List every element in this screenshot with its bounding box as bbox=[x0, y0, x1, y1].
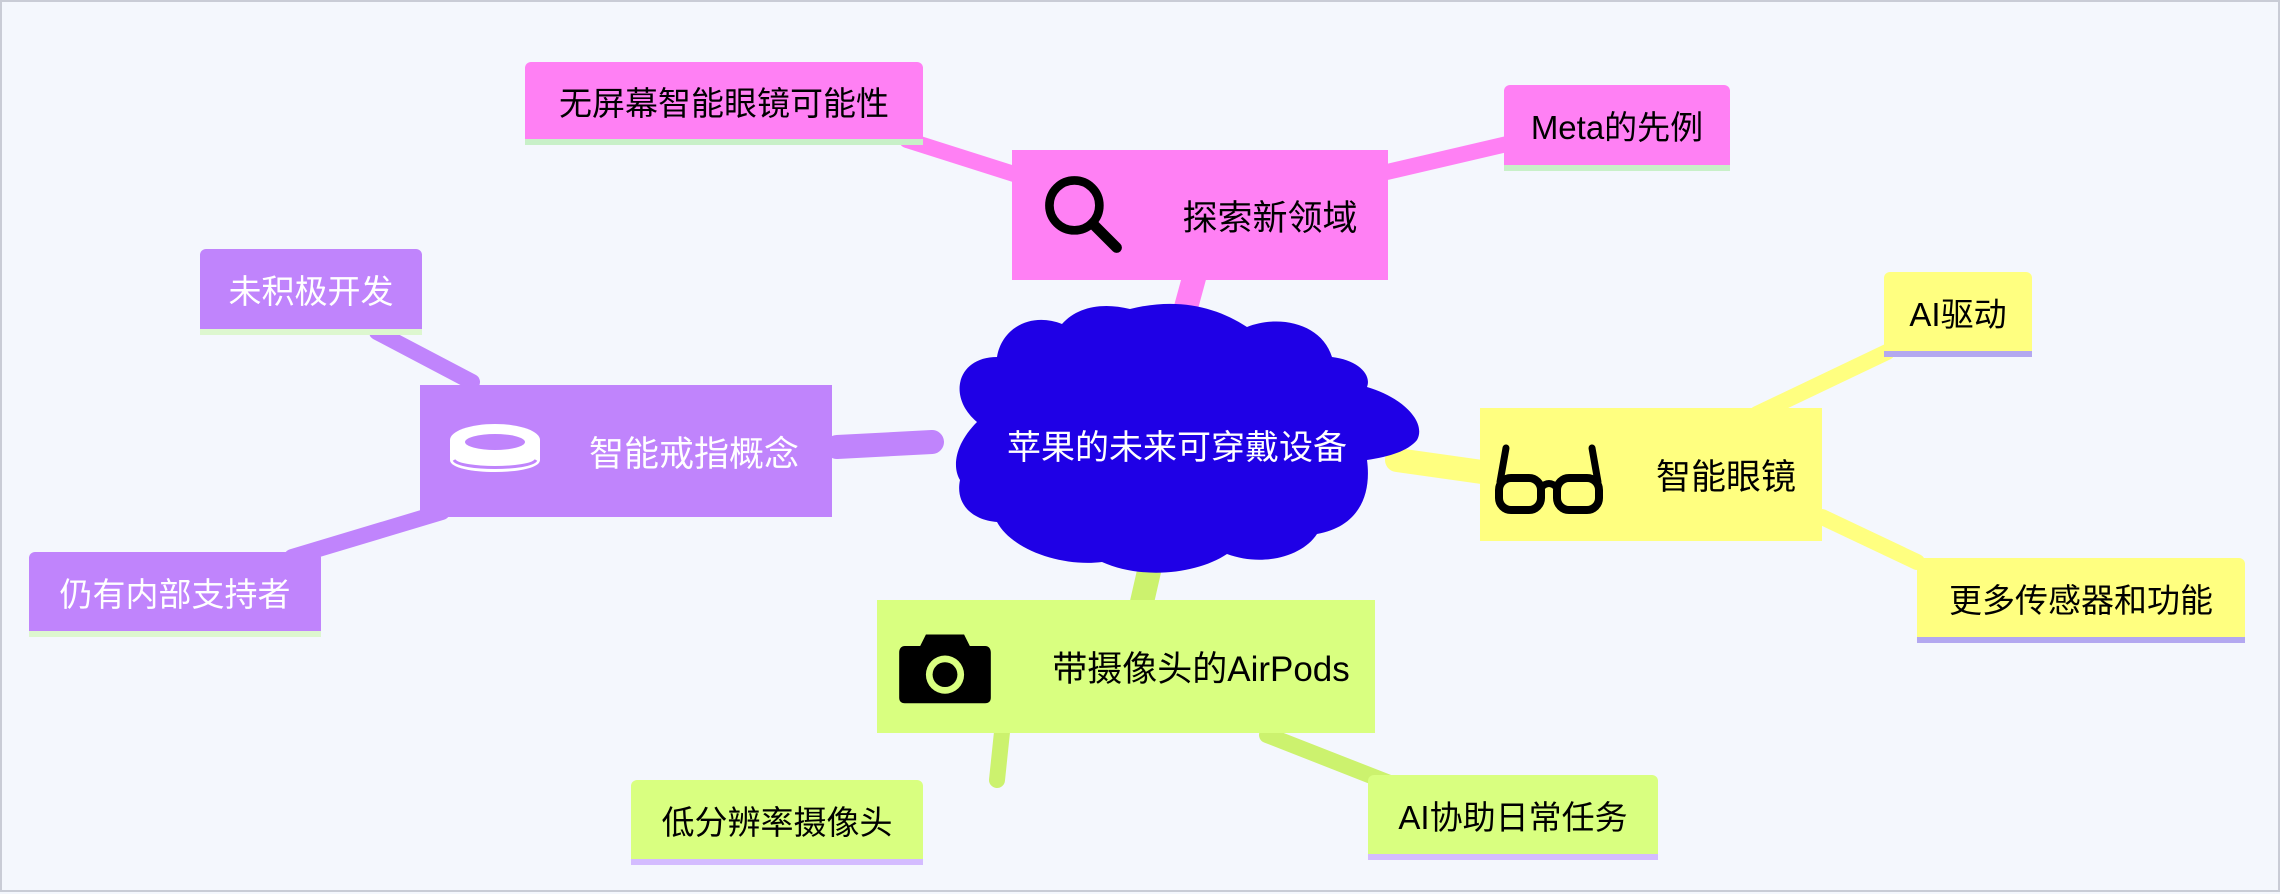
link-search-leaf-1 bbox=[899, 132, 1022, 182]
leaf-label: Meta的先例 bbox=[1530, 109, 1704, 146]
branch-airpods-with-camera[interactable]: 带摄像头的AirPods bbox=[877, 600, 1375, 733]
link-search-leaf-2 bbox=[1379, 136, 1515, 180]
branch-label: 探索新领域 bbox=[1182, 198, 1358, 238]
branch-label: 带摄像头的AirPods bbox=[1052, 650, 1350, 689]
root-cloud-shape bbox=[955, 303, 1420, 573]
link-camera-leaf-1 bbox=[989, 724, 1010, 788]
branch-label: 智能戒指概念 bbox=[588, 434, 799, 474]
camera-icon bbox=[895, 622, 995, 712]
search-icon bbox=[1034, 165, 1134, 265]
link-ring-leaf-2 bbox=[284, 504, 450, 565]
leaf-ai-driven[interactable]: AI驱动 bbox=[1884, 272, 2032, 357]
link-ring-leaf-1 bbox=[369, 324, 480, 390]
leaf-label: 无屏幕智能眼镜可能性 bbox=[559, 84, 889, 122]
leaf-label: 更多传感器和功能 bbox=[1949, 581, 2213, 619]
link-glasses-leaf-2 bbox=[1814, 509, 1925, 570]
branch-smart-glasses[interactable]: 智能眼镜 bbox=[1480, 408, 1822, 541]
leaf-screenless-glasses[interactable]: 无屏幕智能眼镜可能性 bbox=[525, 62, 923, 145]
ring-icon bbox=[440, 406, 550, 496]
leaf-label: 低分辨率摄像头 bbox=[661, 803, 893, 841]
leaf-still-internal-supporters[interactable]: 仍有内部支持者 bbox=[29, 552, 321, 637]
root-topic[interactable]: 苹果的未来可穿戴设备 bbox=[1007, 429, 1347, 467]
branch-explore-new-areas[interactable]: 探索新领域 bbox=[1012, 150, 1388, 280]
leaf-low-res-camera[interactable]: 低分辨率摄像头 bbox=[631, 780, 923, 865]
leaf-not-actively-developed[interactable]: 未积极开发 bbox=[200, 249, 422, 335]
link-glasses-leaf-1 bbox=[1749, 344, 1895, 422]
glasses-icon bbox=[1494, 425, 1604, 525]
link-root-camera bbox=[1130, 555, 1162, 614]
leaf-meta-precedent[interactable]: Meta的先例 bbox=[1504, 85, 1730, 171]
leaf-label: 未积极开发 bbox=[228, 273, 394, 310]
leaf-label: AI协助日常任务 bbox=[1398, 798, 1628, 836]
leaf-more-sensors[interactable]: 更多传感器和功能 bbox=[1917, 558, 2245, 643]
leaf-label: AI驱动 bbox=[1909, 295, 2007, 333]
link-root-glasses bbox=[1385, 448, 1494, 484]
link-root-ring bbox=[825, 430, 944, 459]
branch-smart-ring-concept[interactable]: 智能戒指概念 bbox=[420, 385, 832, 517]
leaf-ai-daily-tasks[interactable]: AI协助日常任务 bbox=[1368, 775, 1658, 860]
leaf-label: 仍有内部支持者 bbox=[59, 575, 291, 613]
branch-label: 智能眼镜 bbox=[1655, 458, 1796, 497]
